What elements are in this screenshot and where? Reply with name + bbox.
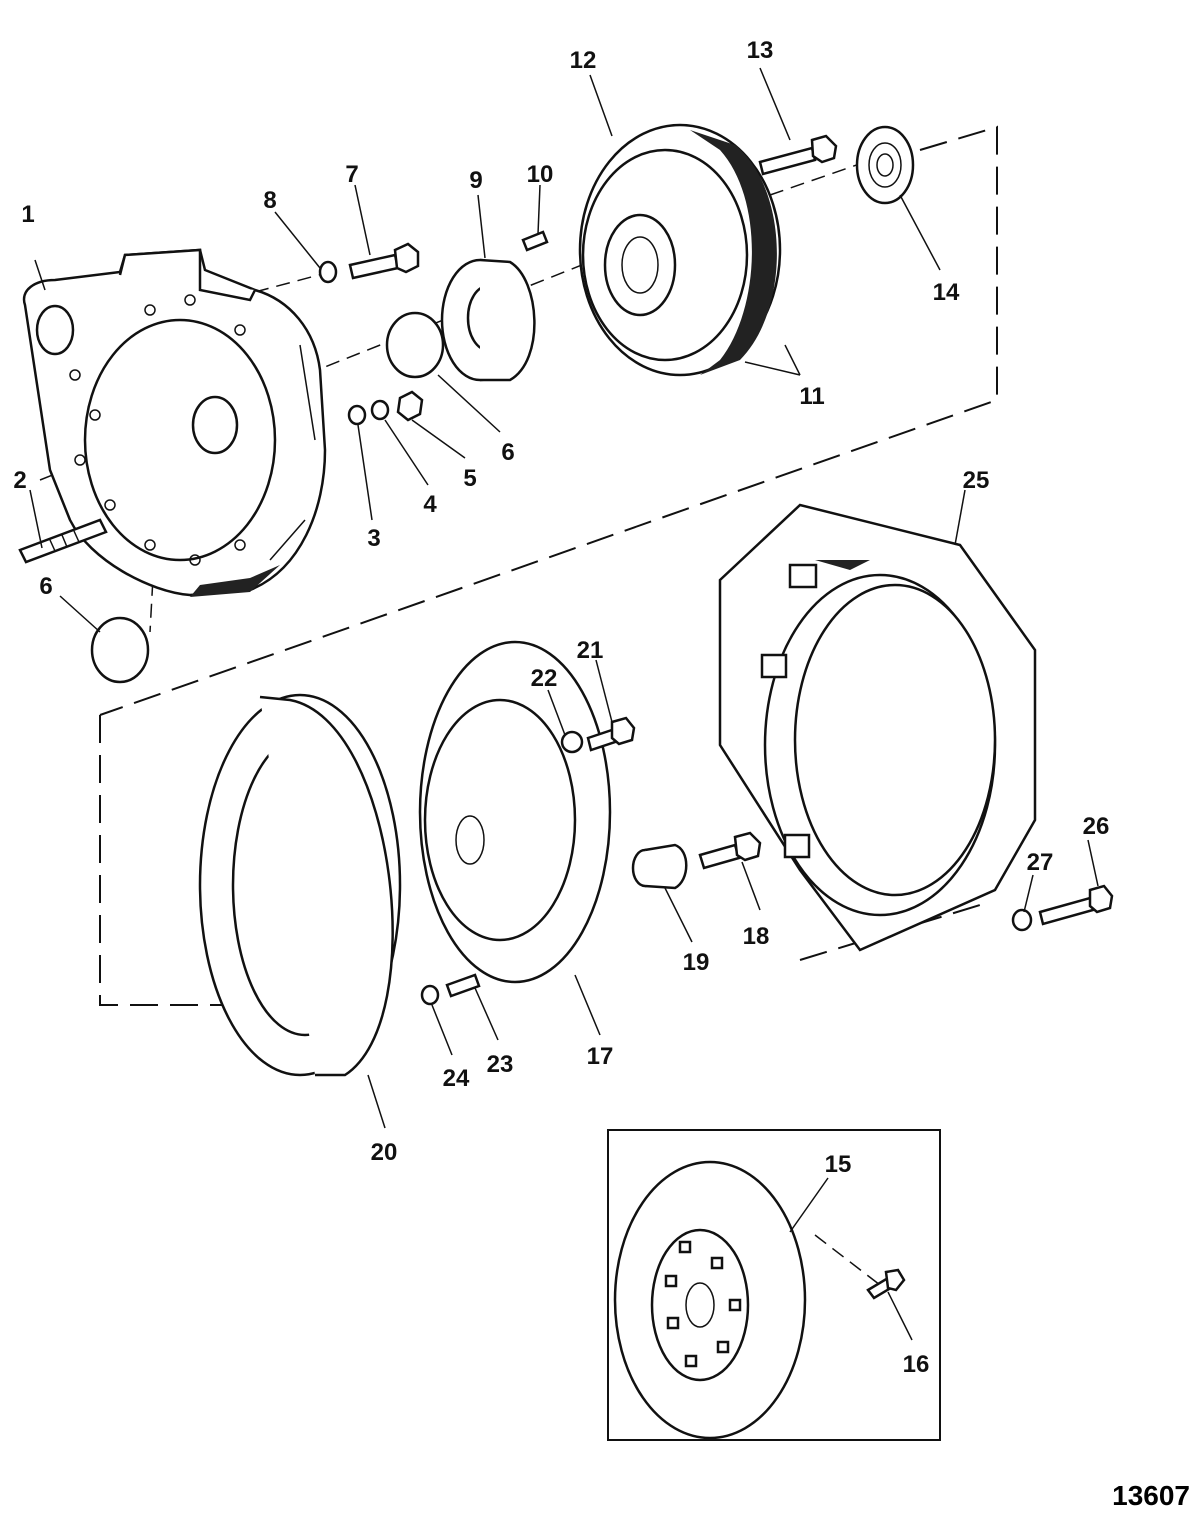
flange-ring <box>198 693 402 1077</box>
callout-8: 8 <box>263 187 276 214</box>
bolt-axis-7 <box>254 271 331 293</box>
nut-5 <box>396 390 424 422</box>
callout-19: 19 <box>683 949 710 976</box>
callout-14: 14 <box>933 279 960 306</box>
washer-22 <box>560 730 584 754</box>
drive-plate <box>613 1160 807 1440</box>
callout-20: 20 <box>371 1139 398 1166</box>
screw-23 <box>445 973 481 998</box>
washer-8 <box>318 260 338 284</box>
figure-number: 13607 <box>1112 1480 1190 1511</box>
group-boundary-top <box>99 125 998 716</box>
drive-hub <box>418 640 612 984</box>
callout-26: 26 <box>1083 813 1110 840</box>
callout-6-upper: 6 <box>501 439 514 466</box>
callout-23: 23 <box>487 1051 514 1078</box>
callout-10: 10 <box>527 161 554 188</box>
bushing-19 <box>631 843 688 890</box>
o-ring-lower <box>90 616 150 684</box>
callout-18: 18 <box>743 923 770 950</box>
callout-17: 17 <box>587 1043 614 1070</box>
callout-21: 21 <box>577 637 604 664</box>
callout-7: 7 <box>345 161 358 188</box>
bolt-axis-16 <box>814 1234 881 1286</box>
callout-16: 16 <box>903 1351 930 1378</box>
bolt-18 <box>698 831 762 870</box>
callout-5: 5 <box>463 465 476 492</box>
callout-27: 27 <box>1027 849 1054 876</box>
adapter-housing <box>718 503 1037 952</box>
callout-25: 25 <box>963 467 990 494</box>
bell-housing <box>22 248 327 597</box>
coupling-plate <box>440 258 536 382</box>
callout-24: 24 <box>443 1065 470 1092</box>
washer-3 <box>347 404 367 426</box>
washer-27 <box>1011 908 1033 932</box>
stud <box>18 518 108 564</box>
callout-9: 9 <box>469 167 482 194</box>
callout-1: 1 <box>21 201 34 228</box>
callout-15: 15 <box>825 1151 852 1178</box>
screw-10 <box>521 230 549 252</box>
bearing <box>855 125 915 205</box>
inset-box <box>607 1129 941 1441</box>
callout-4: 4 <box>423 491 437 518</box>
bolt-26 <box>1038 884 1114 926</box>
flywheel <box>578 123 782 377</box>
callout-11: 11 <box>799 383 824 410</box>
leader-lines <box>29 67 1099 1341</box>
callout-12: 12 <box>570 47 597 74</box>
bolt-13 <box>758 134 838 176</box>
callout-13: 13 <box>747 37 774 64</box>
bolt-7 <box>348 242 420 280</box>
callout-22: 22 <box>531 665 558 692</box>
washer-24 <box>420 984 440 1006</box>
o-ring-upper <box>385 311 445 379</box>
callout-3: 3 <box>367 525 380 552</box>
lockwasher-4 <box>370 399 390 421</box>
callout-2: 2 <box>13 467 26 494</box>
bolt-21 <box>586 716 636 752</box>
bolt-16 <box>866 1268 906 1300</box>
callout-6-lower: 6 <box>39 573 52 600</box>
